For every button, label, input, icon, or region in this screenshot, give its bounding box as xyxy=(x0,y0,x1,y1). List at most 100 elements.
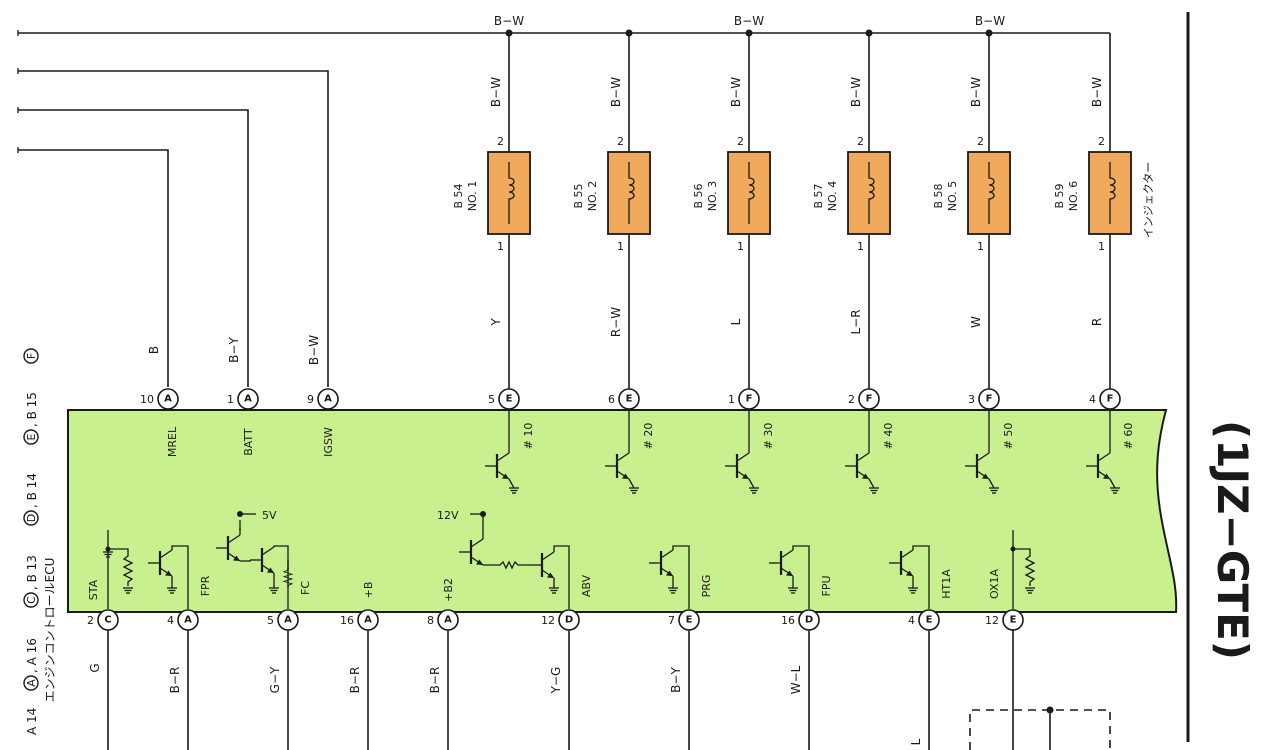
wire-color-label: G xyxy=(88,663,102,672)
connector-letter: A xyxy=(324,394,332,405)
injector-no5 xyxy=(967,33,1011,389)
connector-letter: D xyxy=(565,615,573,626)
injector-driver-transistors xyxy=(483,410,1121,494)
connector-letter: D xyxy=(805,615,813,626)
ecu-connector-legend-items: A , A 16 C , B 13 D , B 14 E , B 15 F xyxy=(23,348,39,691)
injector-pin-top: 2 xyxy=(617,135,624,148)
injector-no1 xyxy=(487,33,531,389)
pin-number: 12 xyxy=(541,614,555,627)
ecu-terminal-label: # 60 xyxy=(1122,423,1135,450)
injector-pin-bottom: 1 xyxy=(857,240,864,253)
ecu-terminal-label: FPU xyxy=(820,575,833,596)
ecu-terminal-label: +B2 xyxy=(442,578,455,602)
coil-icon xyxy=(988,162,995,224)
wire-color-label: G−Y xyxy=(268,666,282,693)
ecu-caption: エンジンコントロールECU xyxy=(43,558,57,703)
injector-pin-bottom: 1 xyxy=(737,240,744,253)
coil-icon xyxy=(868,162,875,224)
pin-number: 1 xyxy=(227,393,234,406)
voltage-label-12v: 12V xyxy=(437,509,459,522)
injector-supply-label: B−W xyxy=(1090,77,1104,107)
pin-number: 2 xyxy=(87,614,94,627)
ecu-top-connectors: A A A E E F F F F xyxy=(157,388,1121,410)
connector-letter: F xyxy=(866,394,873,405)
ecu-terminal-label: ABV xyxy=(580,574,593,597)
connector-letter: D xyxy=(25,514,38,522)
pin-number: 6 xyxy=(608,393,615,406)
power-supply-bus xyxy=(18,29,1111,152)
injector-pin-top: 2 xyxy=(977,135,984,148)
connector-letter: A xyxy=(364,615,372,626)
injector-name: NO. 1 xyxy=(466,181,479,211)
left-wire-runs xyxy=(17,30,329,387)
injector-signal-label: R−W xyxy=(609,307,623,337)
coil-icon xyxy=(508,162,515,224)
ecu-terminal-label: # 30 xyxy=(762,423,775,450)
svg-text:A 14: A 14 xyxy=(25,708,39,735)
injector-pin-top: 2 xyxy=(497,135,504,148)
injector-pin-top: 2 xyxy=(1098,135,1105,148)
bottom-wire-runs xyxy=(107,630,1014,750)
pin-number: 1 xyxy=(728,393,735,406)
ecu-terminal-label: # 20 xyxy=(642,423,655,450)
ecu-terminal-label: PRG xyxy=(700,575,713,598)
coil-icon xyxy=(628,162,635,224)
wire-color-label: B−R xyxy=(168,667,182,694)
wire-color-label: L xyxy=(909,738,923,745)
pin-number: 4 xyxy=(908,614,915,627)
ecu-terminal-label: # 50 xyxy=(1002,423,1015,450)
injector-name: NO. 3 xyxy=(706,181,719,211)
injector-no6 xyxy=(1088,151,1132,389)
connector-letter: E xyxy=(926,615,933,626)
injector-signal-label: L xyxy=(729,318,743,325)
wire-color-label: Y−G xyxy=(549,667,563,695)
pin-number: 7 xyxy=(668,614,675,627)
injector-code: B 54 xyxy=(452,183,465,208)
ecu-terminal-label: FPR xyxy=(199,575,212,596)
pin-number: 12 xyxy=(985,614,999,627)
legend-prefix: A 14 xyxy=(25,708,39,735)
injector-caption: インジェクター xyxy=(1142,162,1155,239)
pin-number: 16 xyxy=(340,614,354,627)
ecu-terminal-label: FC xyxy=(299,581,312,595)
legend-suffix: , A 16 xyxy=(25,638,39,673)
wire-color-label: B−R xyxy=(428,667,442,694)
injector-code: B 58 xyxy=(932,183,945,208)
pin-number: 10 xyxy=(140,393,154,406)
injector-pin-top: 2 xyxy=(857,135,864,148)
injector-pin-bottom: 1 xyxy=(497,240,504,253)
injector-supply-label: B−W xyxy=(609,77,623,107)
wire-color-label: W−L xyxy=(789,665,803,694)
ecu-terminal-label: IGSW xyxy=(322,427,335,457)
ecu-terminal-label: # 10 xyxy=(522,423,535,450)
bus-wire-label: B−W xyxy=(494,14,524,28)
connector-letter: F xyxy=(1107,394,1114,405)
connector-letter: E xyxy=(626,394,633,405)
pin-number: 5 xyxy=(488,393,495,406)
injector-signal-label: W xyxy=(969,316,983,328)
ecu-internal-circuits xyxy=(102,511,1036,609)
ecu-terminal-label: MREL xyxy=(166,426,179,457)
ecu-terminal-label: HT1A xyxy=(940,569,953,599)
sensor-subbox xyxy=(969,706,1111,750)
pin-number: 9 xyxy=(307,393,314,406)
ecu-bottom-connectors: C A A A A D E D E E xyxy=(97,609,1024,631)
legend-suffix: , B 13 xyxy=(25,555,39,590)
connector-letter: F xyxy=(986,394,993,405)
injector-no3 xyxy=(727,33,771,389)
ecu-terminal-label: +B xyxy=(362,582,375,599)
voltage-label-5v: 5V xyxy=(262,509,277,522)
injector-pin-bottom: 1 xyxy=(1098,240,1105,253)
connector-letter: C xyxy=(104,615,111,626)
pin-number: 4 xyxy=(167,614,174,627)
injector-signal-label: L−R xyxy=(849,309,863,334)
injector-pin-bottom: 1 xyxy=(617,240,624,253)
connector-letter: E xyxy=(1010,615,1017,626)
injector-code: B 56 xyxy=(692,183,705,208)
connector-letter: A xyxy=(284,615,292,626)
injector-name: NO. 5 xyxy=(946,181,959,211)
connector-letter: C xyxy=(25,596,38,604)
engine-model-label: (1JZ−GTE) xyxy=(1208,420,1257,660)
connector-letter: A xyxy=(244,394,252,405)
